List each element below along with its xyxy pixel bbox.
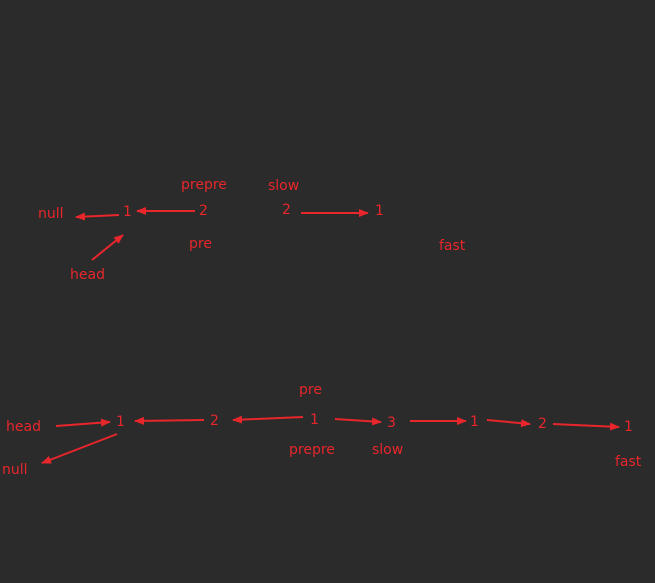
d1-head-label: head bbox=[70, 267, 105, 283]
d1-node-1b: 1 bbox=[375, 203, 384, 219]
d2-node-5: 2 bbox=[538, 416, 547, 432]
d2-pre-label: pre bbox=[299, 382, 322, 398]
d2-node-2: 1 bbox=[310, 412, 319, 428]
d2-prepre-label: prepre bbox=[289, 442, 335, 458]
d2-arrow-node-2-to-node-3 bbox=[334, 417, 382, 426]
d1-node-2b: 2 bbox=[282, 202, 291, 218]
d2-arrow-node-2-to-node-1 bbox=[232, 415, 304, 424]
d1-arrow-1-to-null bbox=[75, 212, 120, 221]
d2-node-4: 1 bbox=[470, 414, 479, 430]
d2-arrow-node-1-to-node-0 bbox=[134, 416, 205, 425]
d2-fast-label: fast bbox=[615, 454, 642, 470]
d1-node-1: 1 bbox=[123, 204, 132, 220]
d2-arrow-node-0-to-null bbox=[41, 433, 118, 464]
d2-arrow-node-5-to-node-6 bbox=[552, 422, 620, 431]
diagram-2: head null 1 2 1 3 1 2 1 pre prepre slow … bbox=[2, 382, 642, 478]
d1-prepre-label: prepre bbox=[181, 177, 227, 193]
d2-node-6: 1 bbox=[624, 419, 633, 435]
d2-arrow-node-4-to-node-5 bbox=[486, 419, 531, 428]
d1-node-2: 2 bbox=[199, 203, 208, 219]
d2-node-3: 3 bbox=[387, 415, 396, 431]
d2-slow-label: slow bbox=[372, 442, 403, 458]
d2-null-label: null bbox=[2, 462, 28, 478]
diagram-1: null 1 2 2 1 head prepre pre slow fast bbox=[38, 177, 466, 283]
d1-fast-label: fast bbox=[439, 238, 466, 254]
d1-arrow-head-to-1 bbox=[91, 234, 124, 261]
d2-head-label: head bbox=[6, 419, 41, 435]
d1-slow-label: slow bbox=[268, 178, 299, 194]
d1-pre-label: pre bbox=[189, 236, 212, 252]
d1-null-label: null bbox=[38, 206, 64, 222]
d2-node-1: 2 bbox=[210, 413, 219, 429]
d2-arrow-head-to-node-0 bbox=[55, 418, 111, 427]
d2-node-0: 1 bbox=[116, 414, 125, 430]
